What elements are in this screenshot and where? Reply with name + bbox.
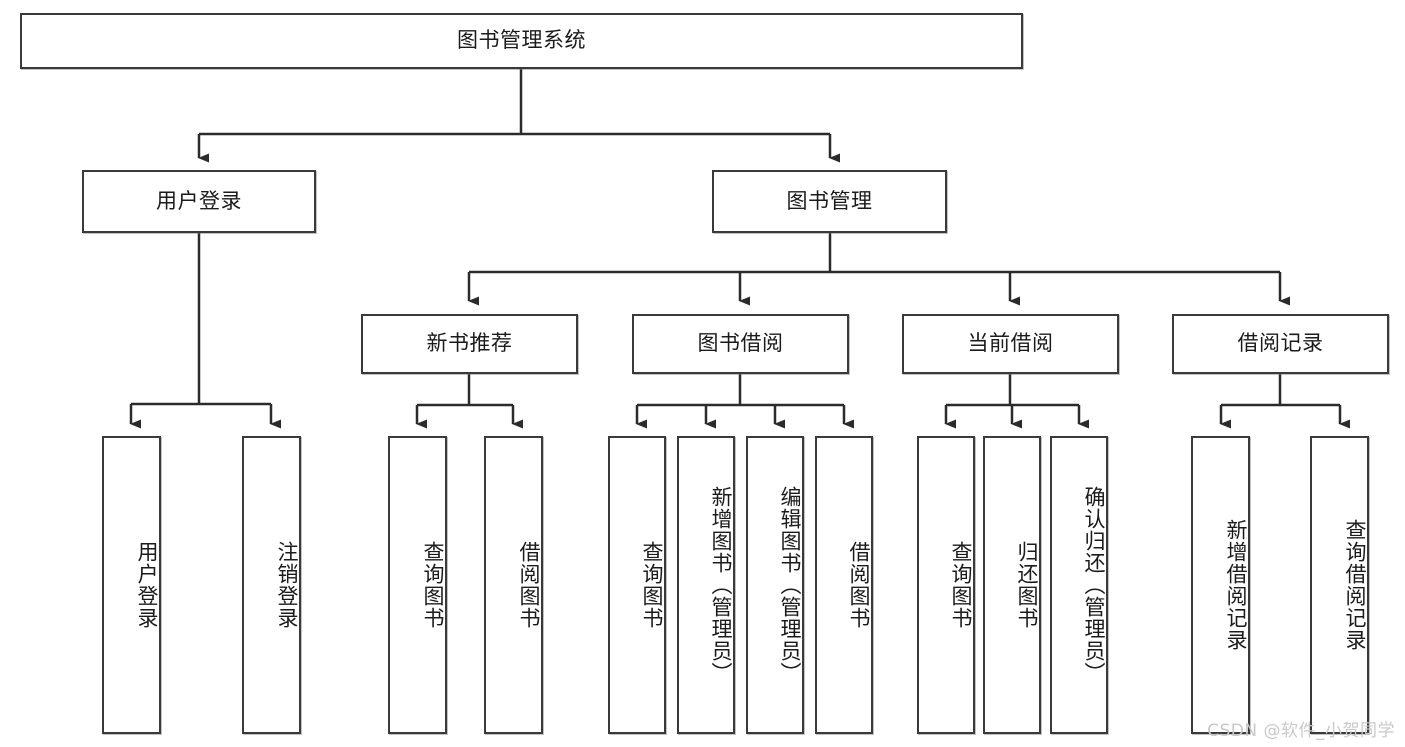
- leaf-query-borrow-record[interactable]: 查询借阅记录: [1310, 436, 1369, 734]
- node-book-manage[interactable]: 图书管理: [712, 170, 947, 233]
- leaf-query-book-current[interactable]: 查询图书: [917, 436, 975, 734]
- node-current-borrow[interactable]: 当前借阅: [902, 314, 1119, 374]
- leaf-user-logout[interactable]: 注销登录: [242, 436, 301, 734]
- leaf-query-book-borrow[interactable]: 查询图书: [608, 436, 666, 734]
- csdn-watermark: CSDN @软件_小贺同学: [1207, 721, 1395, 741]
- leaf-user-login[interactable]: 用户登录: [102, 436, 161, 734]
- node-new-book-recommend[interactable]: 新书推荐: [361, 314, 578, 374]
- leaf-add-book-admin[interactable]: 新增图书（管理员）: [677, 436, 735, 734]
- leaf-edit-book-admin[interactable]: 编辑图书（管理员）: [746, 436, 804, 734]
- leaf-borrow-book-recommend[interactable]: 借阅图书: [484, 436, 543, 734]
- leaf-add-borrow-record[interactable]: 新增借阅记录: [1191, 436, 1250, 734]
- leaf-borrow-book-borrow[interactable]: 借阅图书: [815, 436, 873, 734]
- leaf-query-book-recommend[interactable]: 查询图书: [388, 436, 447, 734]
- node-book-borrow[interactable]: 图书借阅: [632, 314, 849, 374]
- leaf-return-book[interactable]: 归还图书: [983, 436, 1041, 734]
- node-user-login[interactable]: 用户登录: [82, 170, 316, 233]
- node-root-system[interactable]: 图书管理系统: [20, 13, 1023, 69]
- node-borrow-record[interactable]: 借阅记录: [1172, 314, 1389, 374]
- leaf-confirm-return-admin[interactable]: 确认归还（管理员）: [1050, 436, 1108, 734]
